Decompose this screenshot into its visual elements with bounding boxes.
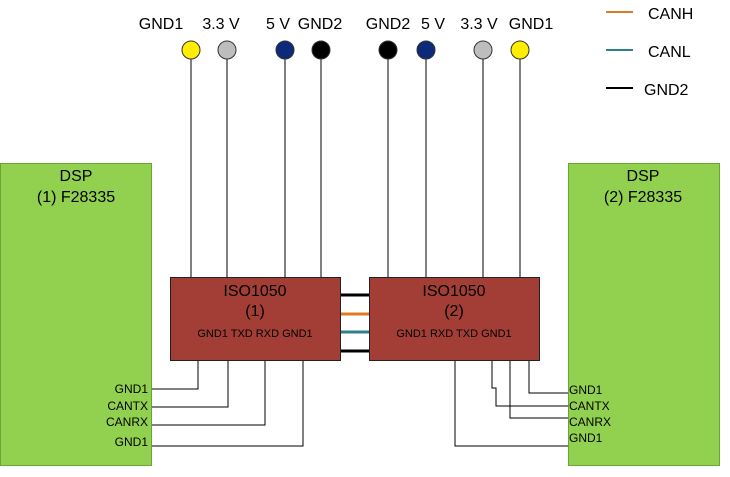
- wire-left-iso-gnd1-a: [152, 360, 199, 390]
- dsp-left-pins: GND1 CANTX CANRX GND1: [106, 382, 148, 449]
- terminal-label-right-gnd2: GND2: [366, 16, 411, 33]
- supply-wires: [190, 58, 521, 277]
- terminal-label-right-5v: 5 V: [421, 16, 445, 33]
- terminal-label-left-gnd2: GND2: [298, 16, 343, 33]
- terminal-left-5v: [275, 40, 295, 60]
- legend: CANH CANL GND2: [606, 6, 693, 99]
- iso-right-title: ISO1050: [422, 283, 485, 300]
- terminal-label-left-3v3: 3.3 V: [202, 16, 240, 33]
- dsp-right-title: DSP: [627, 168, 660, 185]
- wire-left-iso-txd: [152, 360, 229, 408]
- terminal-right-gnd2: [378, 40, 398, 60]
- iso-right-pin-labels: GND1 RXD TXD GND1: [396, 328, 511, 340]
- wire-left-iso-rxd: [152, 360, 266, 426]
- iso-left-title: ISO1050: [223, 283, 286, 300]
- dsp-left-pin-cantx: CANTX: [107, 399, 148, 413]
- terminal-right-5v: [416, 40, 436, 60]
- iso-left-block: [170, 277, 341, 361]
- dsp-right-pin-gnd1-b: GND1: [569, 431, 603, 445]
- legend-canh-label: CANH: [648, 6, 693, 23]
- iso-right-block: [369, 277, 540, 361]
- terminal-label-left-5v: 5 V: [266, 16, 290, 33]
- wire-right-iso-gnd1-b: [454, 360, 568, 447]
- terminal-right-gnd1: [510, 40, 530, 60]
- wire-right-iso-gnd1-a: [528, 360, 568, 394]
- terminal-label-left-gnd1: GND1: [139, 16, 184, 33]
- terminal-left-gnd1: [181, 40, 201, 60]
- terminal-right-3v3: [473, 40, 493, 60]
- iso-left-index: (1): [245, 303, 265, 320]
- terminal-label-right-gnd1: GND1: [509, 16, 554, 33]
- dsp-right-pin-gnd1-a: GND1: [569, 383, 603, 397]
- terminal-left-gnd2: [311, 40, 331, 60]
- dsp-right-pins: GND1 CANTX CANRX GND1: [569, 383, 611, 445]
- can-bus: [340, 293, 370, 353]
- dsp-right-pin-canrx: CANRX: [569, 415, 611, 429]
- iso-left-pin-labels: GND1 TXD RXD GND1: [197, 328, 312, 340]
- dsp-left-title: DSP: [60, 168, 93, 185]
- wire-right-iso-rxd: [491, 360, 568, 407]
- terminals: [181, 40, 530, 60]
- dsp-right-pin-cantx: CANTX: [569, 399, 610, 413]
- dsp-left-block: [0, 163, 152, 466]
- dsp-left-pin-gnd1-b: GND1: [115, 435, 149, 449]
- iso-right-index: (2): [444, 303, 464, 320]
- dsp-right-block: [568, 163, 720, 466]
- right-signal-wires: [454, 360, 568, 447]
- terminal-label-right-3v3: 3.3 V: [460, 16, 498, 33]
- terminal-labels: GND1 3.3 V 5 V GND2 GND2 5 V 3.3 V GND1: [139, 16, 554, 33]
- left-signal-wires: [152, 360, 304, 447]
- legend-canl-label: CANL: [648, 44, 691, 61]
- wire-left-iso-gnd1-b: [152, 360, 304, 447]
- dsp-left-pin-gnd1-a: GND1: [115, 382, 149, 396]
- dsp-left-pin-canrx: CANRX: [106, 415, 148, 429]
- legend-gnd2-label: GND2: [644, 82, 689, 99]
- dsp-left-model: (1) F28335: [37, 189, 115, 206]
- terminal-left-3v3: [217, 40, 237, 60]
- dsp-right-model: (2) F28335: [604, 189, 682, 206]
- wire-right-iso-txd: [509, 360, 568, 419]
